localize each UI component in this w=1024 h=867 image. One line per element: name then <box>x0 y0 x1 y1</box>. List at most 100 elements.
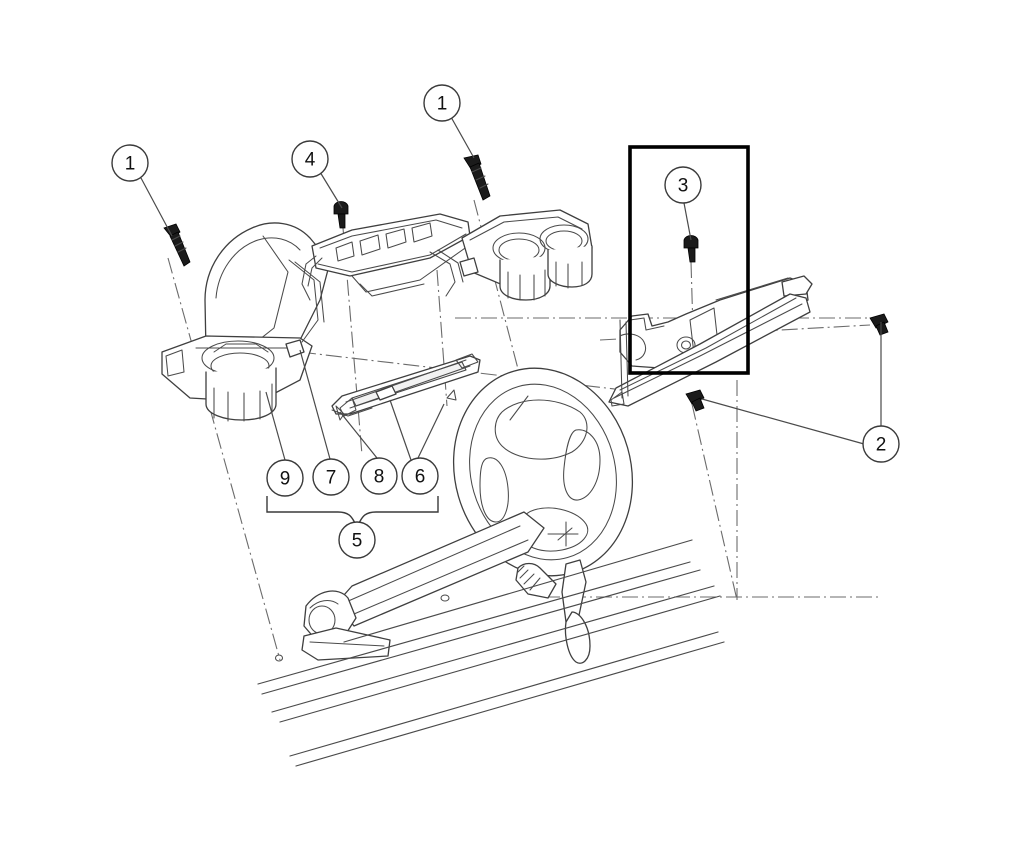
screw-head-2-upper <box>869 313 889 329</box>
rail-line-1 <box>345 359 467 403</box>
vent-bridge-bottom-edge <box>317 233 467 273</box>
vent-bridge-curve-left <box>301 255 317 301</box>
callout-9[interactable]: 9 <box>266 459 304 497</box>
column-pivot-curve <box>309 599 339 609</box>
leader-3 <box>683 202 692 241</box>
center-console-cupholder-left <box>161 222 331 422</box>
floor-rail-6 <box>295 641 725 767</box>
vent-slot-1 <box>335 241 355 262</box>
callout-4-circle[interactable] <box>291 140 329 178</box>
screw-shank-4 <box>337 213 346 229</box>
fastener-screw-2-lower <box>685 389 705 412</box>
leader-6-secondary <box>389 399 412 461</box>
lower-cover-edge-1 <box>619 297 797 391</box>
shroud-top-edge <box>715 277 789 301</box>
callout-1-left-circle[interactable] <box>111 144 149 182</box>
right-console-top-edge <box>469 216 583 241</box>
rail-clip-8 <box>375 385 397 401</box>
leader-line-group <box>140 116 882 461</box>
callout-3-circle[interactable] <box>664 166 702 204</box>
steering-wheel-spoke-upper <box>494 399 588 460</box>
bracket-right-arm <box>358 496 439 524</box>
leader-1-left <box>140 177 173 237</box>
fastener-screw-4 <box>333 201 349 229</box>
screw-shank-2-lower <box>691 397 705 412</box>
callout-2[interactable]: 2 <box>862 425 900 463</box>
leader-7 <box>299 349 331 460</box>
callout-9-circle[interactable] <box>266 459 304 497</box>
column-mounting-plate-edge <box>309 641 385 647</box>
shroud-end-cap <box>781 275 813 297</box>
steering-column-cover-lower <box>608 293 811 407</box>
callout-6[interactable]: 6 <box>401 457 439 495</box>
callout-1-top[interactable]: 1 <box>423 84 461 122</box>
rail-inner-groove <box>351 361 467 407</box>
screw-threads-1-right <box>471 167 489 189</box>
console-right-rail <box>288 259 319 343</box>
shroud-hook <box>619 333 647 361</box>
vent-bridge-inner-shelf-2 <box>359 283 425 297</box>
callout-1-top-circle[interactable] <box>423 84 461 122</box>
leader-8 <box>339 411 378 459</box>
callout-3[interactable]: 3 <box>664 166 702 204</box>
column-shaft-line-1 <box>345 525 521 603</box>
shroud-keyhole-inner <box>680 340 692 350</box>
callout-5-circle[interactable] <box>338 521 376 559</box>
screw-shank-1-left <box>169 231 191 267</box>
floor-tunnel-rails <box>257 539 725 767</box>
centerline-screw2-lower <box>691 403 738 601</box>
steering-wheel-spoke-seam <box>509 395 529 421</box>
leader-6 <box>417 403 445 459</box>
steering-column-assembly <box>301 511 591 664</box>
screw-shank-1-right <box>469 162 491 201</box>
column-shaft <box>335 511 545 627</box>
steering-wheel-spoke-right <box>563 429 601 501</box>
console-upper-highlight <box>215 237 301 299</box>
console-base-tab <box>165 349 185 377</box>
callout-7-circle[interactable] <box>312 458 350 496</box>
cupholder-ribs <box>213 383 273 422</box>
callout-8-circle[interactable] <box>360 457 398 495</box>
console-right-rail-2 <box>294 261 325 323</box>
lower-cover-tab <box>610 391 625 407</box>
floor-rail-3 <box>271 585 715 713</box>
callout-6-circle[interactable] <box>401 457 439 495</box>
steering-wheel-rim-inner <box>469 383 617 561</box>
fastener-screw-1-left <box>163 223 191 267</box>
leader-9 <box>265 391 286 461</box>
cupholder-inner-detail <box>213 343 269 353</box>
centerline-screw1-left <box>167 257 281 661</box>
vent-slot-2 <box>359 234 381 256</box>
leader-2-lower <box>701 398 865 445</box>
screw-head-2-lower <box>685 389 705 405</box>
leader-1-top <box>450 116 475 159</box>
bracket-group-5 <box>266 496 439 524</box>
steering-column-shroud <box>619 275 813 369</box>
vent-slot-4 <box>411 222 433 243</box>
floor-rail-4 <box>279 595 721 723</box>
callout-2-circle[interactable] <box>862 425 900 463</box>
callout-1-left[interactable]: 1 <box>111 144 149 182</box>
highlight-box-region-3 <box>628 145 750 375</box>
callout-5[interactable]: 5 <box>338 521 376 559</box>
fastener-screw-1-right <box>463 154 491 201</box>
rail-line-2 <box>349 365 471 409</box>
vent-bridge-top-edge <box>319 219 463 249</box>
screw-head-3 <box>683 235 699 249</box>
leader-arrow-6 <box>446 389 457 401</box>
right-console-clip <box>459 257 479 277</box>
callout-7[interactable]: 7 <box>312 458 350 496</box>
right-cup-body-2 <box>547 245 593 288</box>
console-side-clip <box>285 339 305 358</box>
vent-bridge-curve-right <box>429 251 456 297</box>
right-cup-ribs-1 <box>507 269 546 301</box>
callout-8[interactable]: 8 <box>360 457 398 495</box>
screw-head-4 <box>333 201 349 215</box>
column-tilt-lever-handle <box>564 611 591 664</box>
vent-bridge-curve-right-2 <box>437 249 464 283</box>
callout-4[interactable]: 4 <box>291 140 329 178</box>
screw-shank-3 <box>687 247 696 263</box>
fastener-screw-2-upper <box>869 313 889 336</box>
floor-rail-1 <box>257 561 691 685</box>
